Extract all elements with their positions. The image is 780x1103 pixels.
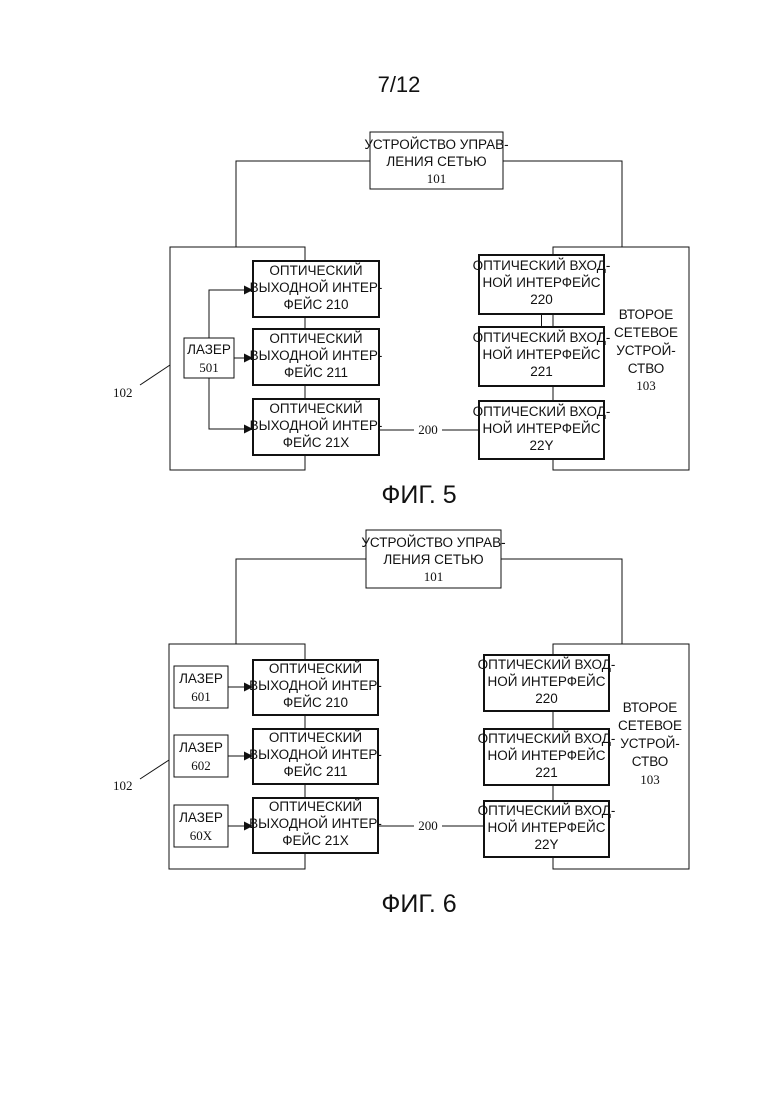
svg-text:ЛАЗЕР: ЛАЗЕР [179, 671, 223, 686]
svg-text:103: 103 [636, 378, 656, 393]
svg-text:ЛЕНИЯ СЕТЬЮ: ЛЕНИЯ СЕТЬЮ [383, 552, 483, 567]
svg-text:220: 220 [535, 691, 558, 706]
svg-text:ВЫХОДНОЙ ИНТЕР-: ВЫХОДНОЙ ИНТЕР- [249, 747, 382, 762]
figure-5: УСТРОЙСТВО УПРАВ- ЛЕНИЯ СЕТЬЮ 101 102 ЛА… [113, 132, 689, 509]
svg-text:501: 501 [199, 360, 219, 375]
svg-text:101: 101 [427, 171, 447, 186]
svg-text:НОЙ ИНТЕРФЕЙС: НОЙ ИНТЕРФЕЙС [483, 275, 601, 290]
svg-text:ОПТИЧЕСКИЙ ВХОД-: ОПТИЧЕСКИЙ ВХОД- [473, 404, 611, 419]
fig6-device2-label: ВТОРОЕ СЕТЕВОЕ УСТРОЙ- СТВО 103 [618, 700, 682, 787]
fig5-laser-arrow-to-21x [209, 378, 253, 429]
fig6-laser-60x: ЛАЗЕР 60X [174, 805, 228, 847]
fig5-input-interface-221: ОПТИЧЕСКИЙ ВХОД- НОЙ ИНТЕРФЕЙС 221 [473, 327, 611, 386]
svg-text:ОПТИЧЕСКИЙ: ОПТИЧЕСКИЙ [269, 331, 362, 346]
fig6-link-ref: 200 [418, 818, 438, 833]
fig6-connector-nms-to-device2 [501, 559, 622, 644]
svg-text:ОПТИЧЕСКИЙ ВХОД-: ОПТИЧЕСКИЙ ВХОД- [478, 657, 616, 672]
svg-text:ОПТИЧЕСКИЙ ВХОД-: ОПТИЧЕСКИЙ ВХОД- [478, 731, 616, 746]
svg-text:СТВО: СТВО [632, 754, 669, 769]
fig6-input-interface-221: ОПТИЧЕСКИЙ ВХОД- НОЙ ИНТЕРФЕЙС 221 [478, 729, 616, 785]
fig5-connector-nms-to-device2 [503, 161, 622, 247]
svg-text:ОПТИЧЕСКИЙ: ОПТИЧЕСКИЙ [269, 401, 362, 416]
fig5-output-interface-21x: ОПТИЧЕСКИЙ ВЫХОДНОЙ ИНТЕР- ФЕЙС 21X [250, 399, 383, 455]
fig6-laser-601: ЛАЗЕР 601 [174, 666, 228, 708]
svg-text:220: 220 [530, 292, 553, 307]
svg-text:НОЙ ИНТЕРФЕЙС: НОЙ ИНТЕРФЕЙС [488, 748, 606, 763]
svg-text:ОПТИЧЕСКИЙ: ОПТИЧЕСКИЙ [269, 730, 362, 745]
fig6-connector-nms-to-device1 [236, 559, 366, 644]
fig6-device1-ref: 102 [113, 778, 133, 793]
fig5-device1-ref: 102 [113, 385, 133, 400]
svg-text:ЛЕНИЯ СЕТЬЮ: ЛЕНИЯ СЕТЬЮ [386, 154, 486, 169]
fig6-output-interface-211: ОПТИЧЕСКИЙ ВЫХОДНОЙ ИНТЕР- ФЕЙС 211 [249, 729, 382, 784]
fig5-connector-nms-to-device1 [236, 161, 370, 247]
svg-text:ЛАЗЕР: ЛАЗЕР [179, 740, 223, 755]
svg-text:УСТРОЙ-: УСТРОЙ- [620, 736, 680, 751]
svg-text:ОПТИЧЕСКИЙ: ОПТИЧЕСКИЙ [269, 661, 362, 676]
fig5-link-ref: 200 [418, 422, 438, 437]
svg-text:ФЕЙС 211: ФЕЙС 211 [284, 365, 348, 380]
svg-text:221: 221 [530, 364, 553, 379]
svg-text:601: 601 [191, 689, 211, 704]
figure-6: УСТРОЙСТВО УПРАВ- ЛЕНИЯ СЕТЬЮ 101 102 ЛА… [113, 530, 689, 918]
svg-text:ВТОРОЕ: ВТОРОЕ [619, 307, 673, 322]
svg-text:ОПТИЧЕСКИЙ ВХОД-: ОПТИЧЕСКИЙ ВХОД- [473, 330, 611, 345]
fig6-output-interface-210: ОПТИЧЕСКИЙ ВЫХОДНОЙ ИНТЕР- ФЕЙС 210 [249, 660, 382, 715]
svg-text:ОПТИЧЕСКИЙ ВХОД-: ОПТИЧЕСКИЙ ВХОД- [478, 803, 616, 818]
fig5-laser-501: ЛАЗЕР 501 [184, 338, 234, 378]
svg-text:ВЫХОДНОЙ ИНТЕР-: ВЫХОДНОЙ ИНТЕР- [249, 678, 382, 693]
svg-text:ОПТИЧЕСКИЙ ВХОД-: ОПТИЧЕСКИЙ ВХОД- [473, 258, 611, 273]
fig6-device1-leader-line [140, 760, 169, 779]
fig6-network-management-device: УСТРОЙСТВО УПРАВ- ЛЕНИЯ СЕТЬЮ 101 [361, 530, 505, 588]
svg-text:ВЫХОДНОЙ ИНТЕР-: ВЫХОДНОЙ ИНТЕР- [250, 418, 383, 433]
svg-text:СЕТЕВОЕ: СЕТЕВОЕ [618, 718, 682, 733]
svg-text:101: 101 [424, 569, 444, 584]
svg-text:ВТОРОЕ: ВТОРОЕ [623, 700, 677, 715]
svg-text:60X: 60X [190, 828, 213, 843]
fig5-output-interface-210: ОПТИЧЕСКИЙ ВЫХОДНОЙ ИНТЕР- ФЕЙС 210 [250, 261, 383, 317]
svg-text:УСТРОЙСТВО УПРАВ-: УСТРОЙСТВО УПРАВ- [364, 137, 508, 152]
svg-text:НОЙ ИНТЕРФЕЙС: НОЙ ИНТЕРФЕЙС [483, 347, 601, 362]
svg-text:ЛАЗЕР: ЛАЗЕР [179, 810, 223, 825]
fig5-device2-label: ВТОРОЕ СЕТЕВОЕ УСТРОЙ- СТВО 103 [614, 307, 678, 393]
svg-text:ФЕЙС 21X: ФЕЙС 21X [282, 833, 349, 848]
svg-text:УСТРОЙСТВО УПРАВ-: УСТРОЙСТВО УПРАВ- [361, 535, 505, 550]
svg-text:ВЫХОДНОЙ ИНТЕР-: ВЫХОДНОЙ ИНТЕР- [249, 816, 382, 831]
fig5-caption: ФИГ. 5 [381, 481, 456, 509]
svg-text:22Y: 22Y [529, 438, 553, 453]
svg-text:103: 103 [640, 772, 660, 787]
svg-text:ФЕЙС 21X: ФЕЙС 21X [283, 435, 350, 450]
svg-text:СТВО: СТВО [628, 361, 665, 376]
svg-text:ОПТИЧЕСКИЙ: ОПТИЧЕСКИЙ [269, 263, 362, 278]
fig5-laser-arrow-to-210 [209, 290, 253, 338]
fig5-output-interface-211: ОПТИЧЕСКИЙ ВЫХОДНОЙ ИНТЕР- ФЕЙС 211 [250, 329, 383, 385]
svg-text:602: 602 [191, 758, 211, 773]
fig5-network-management-device: УСТРОЙСТВО УПРАВ- ЛЕНИЯ СЕТЬЮ 101 [364, 132, 508, 189]
fig5-device1-leader-line [140, 365, 170, 385]
svg-text:НОЙ ИНТЕРФЕЙС: НОЙ ИНТЕРФЕЙС [483, 421, 601, 436]
svg-text:НОЙ ИНТЕРФЕЙС: НОЙ ИНТЕРФЕЙС [488, 674, 606, 689]
svg-text:ВЫХОДНОЙ ИНТЕР-: ВЫХОДНОЙ ИНТЕР- [250, 348, 383, 363]
fig6-input-interface-22y: ОПТИЧЕСКИЙ ВХОД- НОЙ ИНТЕРФЕЙС 22Y [478, 801, 616, 857]
svg-text:НОЙ ИНТЕРФЕЙС: НОЙ ИНТЕРФЕЙС [488, 820, 606, 835]
svg-text:ФЕЙС 211: ФЕЙС 211 [284, 764, 348, 779]
fig5-input-interface-22y: ОПТИЧЕСКИЙ ВХОД- НОЙ ИНТЕРФЕЙС 22Y [473, 401, 611, 459]
svg-text:ФЕЙС 210: ФЕЙС 210 [283, 695, 348, 710]
fig6-laser-602: ЛАЗЕР 602 [174, 735, 228, 777]
svg-text:ОПТИЧЕСКИЙ: ОПТИЧЕСКИЙ [269, 799, 362, 814]
page-number: 7/12 [378, 72, 421, 97]
svg-text:22Y: 22Y [534, 837, 558, 852]
svg-text:ФЕЙС 210: ФЕЙС 210 [284, 297, 349, 312]
fig5-input-interface-220: ОПТИЧЕСКИЙ ВХОД- НОЙ ИНТЕРФЕЙС 220 [473, 255, 611, 314]
svg-text:УСТРОЙ-: УСТРОЙ- [616, 343, 676, 358]
fig6-output-interface-21x: ОПТИЧЕСКИЙ ВЫХОДНОЙ ИНТЕР- ФЕЙС 21X [249, 798, 382, 853]
svg-text:ВЫХОДНОЙ ИНТЕР-: ВЫХОДНОЙ ИНТЕР- [250, 280, 383, 295]
svg-text:СЕТЕВОЕ: СЕТЕВОЕ [614, 325, 678, 340]
svg-text:ЛАЗЕР: ЛАЗЕР [187, 342, 231, 357]
fig6-input-interface-220: ОПТИЧЕСКИЙ ВХОД- НОЙ ИНТЕРФЕЙС 220 [478, 655, 616, 711]
svg-text:221: 221 [535, 765, 558, 780]
fig6-caption: ФИГ. 6 [381, 890, 456, 918]
